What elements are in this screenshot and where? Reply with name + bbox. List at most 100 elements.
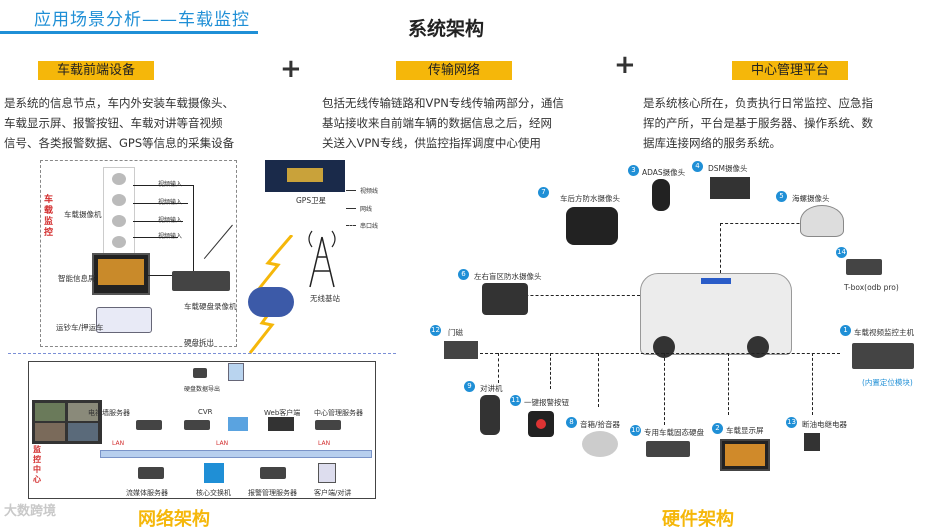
video-wall-server-icon xyxy=(136,420,162,430)
video-line-label: 视频输入 xyxy=(158,179,182,188)
hdd-export-label: 硬盘数据导出 xyxy=(184,386,221,393)
truck-label: 运钞车/押运车 xyxy=(56,323,104,332)
tbox-label: T-box(odb pro) xyxy=(844,283,899,292)
badge-13: 13 xyxy=(786,417,797,428)
center-server-icon xyxy=(315,420,341,430)
ssd-icon xyxy=(646,441,690,457)
hdd-label: 硬盘拆出 xyxy=(184,338,214,347)
cvr-label: CVR xyxy=(198,408,213,416)
video-line-label: 视频输入 xyxy=(158,197,182,206)
badge-1: 1 xyxy=(840,325,851,336)
media-server-label: 流媒体服务器 xyxy=(126,489,168,497)
dvr-icon xyxy=(172,271,230,291)
radio-label: 对讲机 xyxy=(480,384,503,393)
watermark: 大数跨境 xyxy=(4,504,57,519)
hdd-export-icon xyxy=(193,368,207,378)
zone-separator xyxy=(8,353,396,354)
center-server-label: 中心管理服务器 xyxy=(314,409,363,417)
side-camera-label: 左右盲区防水摄像头 xyxy=(474,272,542,281)
camera-icon xyxy=(112,194,126,206)
center-zone-label: 监控中心 xyxy=(33,445,41,484)
desc-platform: 是系统核心所在，负责执行日常监控、应急指 挥的产所，平台是基于服务器、操作系统、… xyxy=(643,96,873,150)
alarm-server-label: 报警管理服务器 xyxy=(248,489,297,497)
door-sensor-label: 门磁 xyxy=(448,328,463,337)
tag-network: 传输网络 xyxy=(396,61,512,80)
client-label: 客户端/对讲 xyxy=(314,489,352,497)
vehicle-zone-box xyxy=(40,160,237,347)
badge-11: 11 xyxy=(510,395,521,406)
video-line-label: 视频输入 xyxy=(158,215,182,224)
van-icon xyxy=(640,273,792,358)
display-label: 智能信息屏 xyxy=(58,274,96,283)
badge-9: 9 xyxy=(464,381,475,392)
rear-camera-label: 车后方防水摄像头 xyxy=(560,194,620,203)
hardware-diagram: 1 车载视频监控主机 (内置定位模块) 2 车载显示屏 3 ADAS摄像头 4 … xyxy=(420,155,927,500)
badge-14: 14 xyxy=(836,247,847,258)
core-switch-icon xyxy=(204,463,224,483)
web-client-label: Web客户端 xyxy=(264,409,301,417)
relay-label: 断油电继电器 xyxy=(802,420,847,429)
badge-2: 2 xyxy=(712,423,723,434)
door-sensor-icon xyxy=(444,341,478,359)
gps-satellite-icon xyxy=(265,160,345,192)
center-zone-box xyxy=(28,361,376,499)
radio-icon xyxy=(480,395,500,435)
vehicle-zone-label: 车载监控 xyxy=(44,195,54,238)
lan-label: LAN xyxy=(216,440,229,447)
hardware-architecture-label: 硬件架构 xyxy=(662,509,734,530)
network-diagram: 车载监控 车载摄像机 视频输入 视频输入 视频输入 视频输入 智能信息屏 车载硬… xyxy=(0,155,400,500)
video-wall-server-label: 电视墙服务器 xyxy=(88,409,130,417)
gps-label: GPS卫星 xyxy=(296,196,327,205)
adas-camera-icon xyxy=(652,179,670,211)
dvr-label: 车载硬盘录像机 xyxy=(184,302,237,311)
speaker-label: 音箱/拾音器 xyxy=(580,420,621,429)
truck-icon xyxy=(96,307,152,333)
tag-platform: 中心管理平台 xyxy=(732,61,848,80)
dome-label: 海螺摄像头 xyxy=(792,194,830,203)
base-station-label: 无线基站 xyxy=(310,294,340,303)
tbox-icon xyxy=(846,259,882,275)
plus-sign-1: + xyxy=(280,54,302,84)
alarm-button-label: 一键报警按钮 xyxy=(524,398,569,407)
relay-icon xyxy=(804,433,820,451)
badge-12: 12 xyxy=(430,325,441,336)
cvr-icon xyxy=(184,420,210,430)
tag-frontend: 车载前端设备 xyxy=(38,61,154,80)
lan-label: LAN xyxy=(318,440,331,447)
rear-camera-icon xyxy=(566,207,618,245)
badge-7: 7 xyxy=(538,187,549,198)
dsm-camera-icon xyxy=(710,177,750,199)
legend-item: 网线 xyxy=(360,206,373,213)
ssd-label: 专用车载固态硬盘 xyxy=(644,428,704,437)
export-pc-icon xyxy=(228,363,244,381)
legend-item: 视频线 xyxy=(360,188,379,195)
base-station-icon xyxy=(308,230,336,288)
legend-item: 串口线 xyxy=(360,223,379,230)
dsm-label: DSM摄像头 xyxy=(708,164,748,173)
badge-3: 3 xyxy=(628,165,639,176)
client-pc-icon xyxy=(318,463,336,483)
alarm-button-icon xyxy=(528,411,554,437)
speaker-icon xyxy=(582,431,618,457)
badge-8: 8 xyxy=(566,417,577,428)
camera-label: 车载摄像机 xyxy=(64,210,102,219)
desc-network: 包括无线传输链路和VPN专线传输两部分，通信 基站接收来自前端车辆的数据信息之后… xyxy=(322,96,564,150)
core-switch-label: 核心交换机 xyxy=(196,489,231,497)
host-sublabel: (内置定位模块) xyxy=(862,378,913,387)
badge-10: 10 xyxy=(630,425,641,436)
media-server-icon xyxy=(138,467,164,479)
display-icon xyxy=(92,253,150,295)
firewall-icon xyxy=(228,417,248,431)
laptop-icon xyxy=(268,417,294,431)
side-camera-icon xyxy=(482,283,528,315)
header-underline xyxy=(0,31,258,34)
video-line-label: 视频输入 xyxy=(158,231,182,240)
host-icon xyxy=(852,343,914,369)
camera-icon xyxy=(112,215,126,227)
desc-frontend: 是系统的信息节点，车内外安装车载摄像头、 车载显示屏、报警按钮、车载对讲等音视频… xyxy=(4,96,235,150)
lan-label: LAN xyxy=(112,440,125,447)
display-label: 车载显示屏 xyxy=(726,426,764,435)
lan-bus xyxy=(100,450,372,458)
dome-camera-icon xyxy=(800,205,844,237)
display-screen-icon xyxy=(720,439,770,471)
